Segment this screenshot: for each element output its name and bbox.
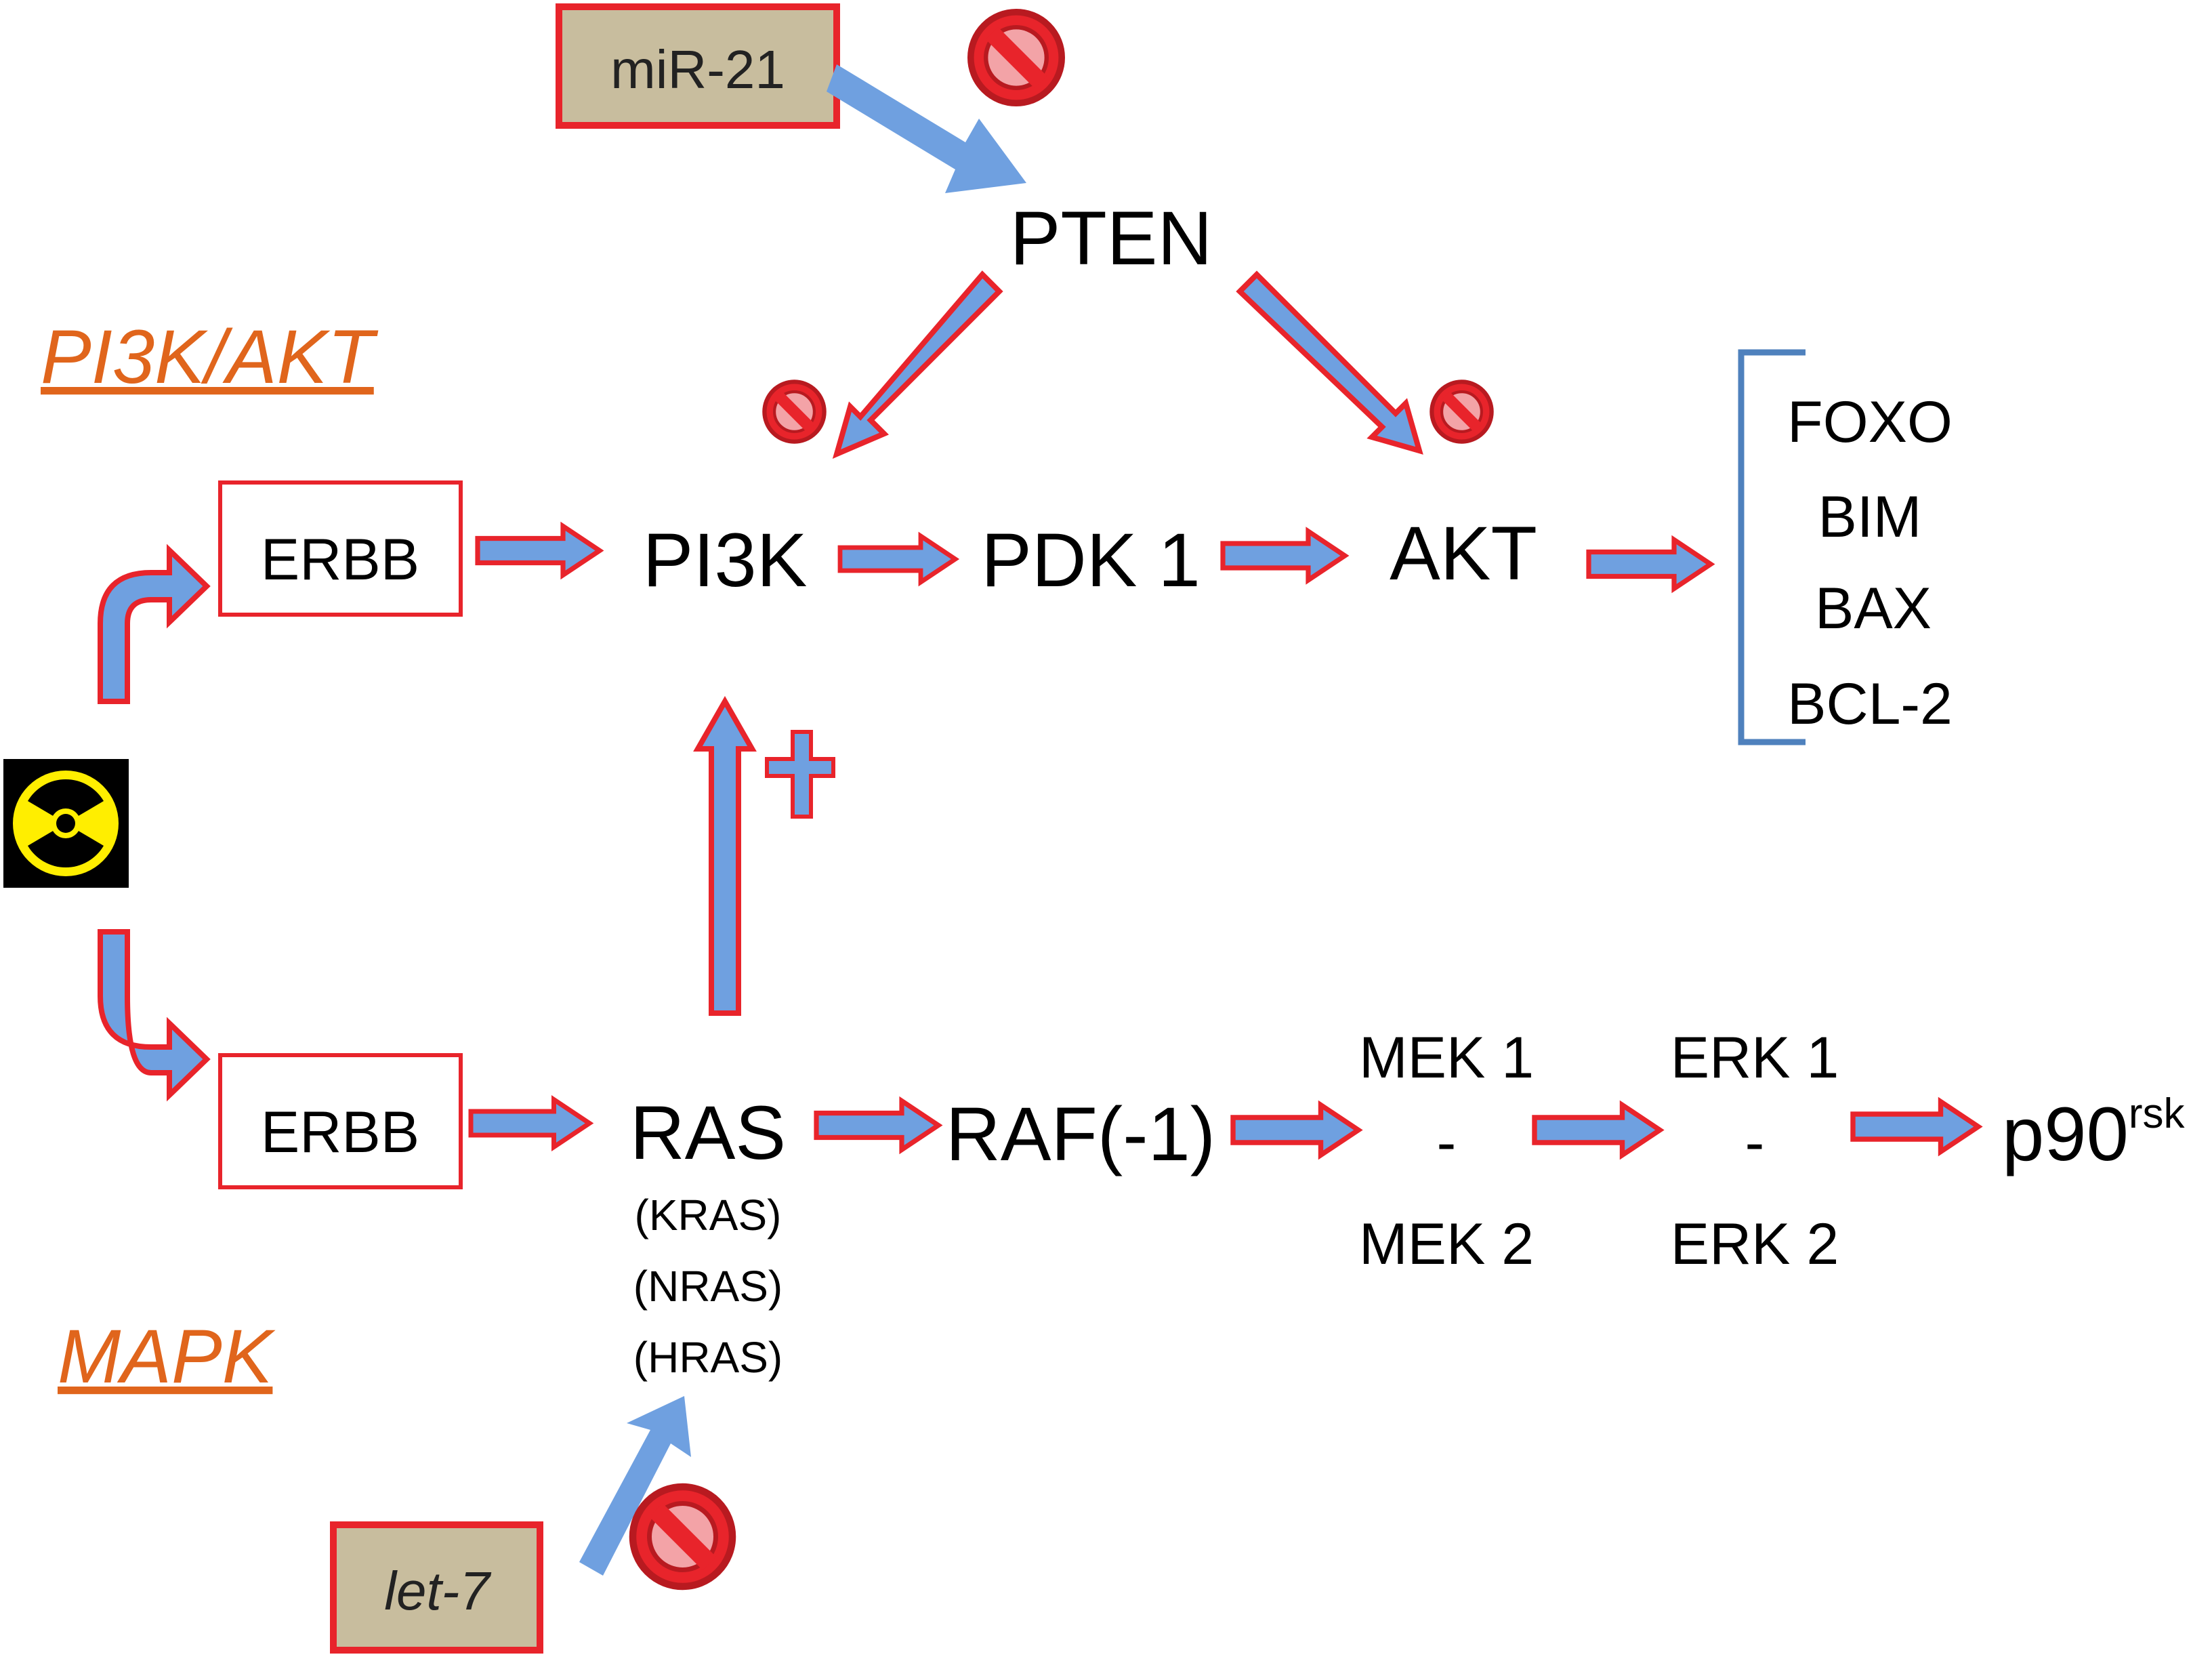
mek-to-erk-arrow (1535, 1105, 1660, 1155)
erk-to-p90rsk-arrow (1853, 1102, 1978, 1152)
akt-label: AKT (1390, 511, 1537, 596)
ras-to-pi3k-arrow (693, 695, 757, 1016)
p90rsk-label: p90rsk (2002, 1090, 2186, 1176)
erk1-label: ERK 1 (1671, 1025, 1839, 1090)
raf-label: RAF(-1) (946, 1092, 1215, 1176)
let7-box (330, 1521, 543, 1654)
pten-to-pi3k-arrow (832, 270, 1003, 459)
ras-to-raf-arrow (816, 1101, 938, 1150)
ras-nras-label: (NRAS) (633, 1262, 782, 1311)
erk2-label: ERK 2 (1671, 1212, 1839, 1277)
pi3k-to-pdk1-arrow (840, 536, 955, 582)
no-entry-icon (971, 12, 1062, 103)
erbb-top-box (218, 480, 463, 617)
akt-target-bax: BAX (1815, 576, 1932, 641)
mek1-label: MEK 1 (1359, 1025, 1534, 1090)
erbb-top-label: ERBB (261, 527, 419, 592)
mek-separator: - (1437, 1110, 1457, 1175)
activation-plus-sign (765, 730, 835, 819)
mir21-label: miR-21 (610, 39, 785, 100)
let7-label: let-7 (384, 1561, 491, 1621)
radiation-to-erbb-top-arrow (98, 544, 211, 704)
mir21-box (556, 3, 840, 129)
ras-hras-label: (HRAS) (633, 1333, 782, 1382)
erbb-bottom-box (218, 1053, 463, 1189)
pten-to-akt-arrow (1236, 270, 1423, 455)
no-entry-icon (764, 382, 824, 441)
erk-separator: - (1745, 1110, 1765, 1175)
let7-to-ras-arrow (579, 1396, 691, 1576)
pdk1-to-akt-arrow (1223, 531, 1345, 580)
pi3k-akt-pathway-title: PI3K/AKT (41, 314, 379, 399)
raf-to-mek-arrow (1233, 1105, 1358, 1155)
pi3k-label: PI3K (643, 518, 808, 602)
no-entry-icon (633, 1487, 732, 1586)
radiation-hazard-icon (3, 759, 129, 888)
erbb-bottom-label: ERBB (261, 1100, 419, 1165)
ras-kras-label: (KRAS) (635, 1191, 782, 1239)
mek2-label: MEK 2 (1359, 1212, 1534, 1277)
pdk1-label: PDK 1 (981, 518, 1201, 602)
p90-base-text: p90 (2002, 1092, 2129, 1176)
p90-superscript-text: rsk (2129, 1090, 2186, 1137)
no-entry-icon (1432, 382, 1491, 441)
akt-to-targets-arrow (1589, 540, 1711, 589)
akt-target-bcl2: BCL-2 (1787, 672, 1953, 737)
radiation-to-erbb-bottom-arrow (98, 929, 211, 1102)
mapk-pathway-title: MAPK (58, 1314, 276, 1399)
pten-label: PTEN (1010, 196, 1213, 281)
akt-target-foxo: FOXO (1787, 390, 1953, 455)
erbb-to-ras-arrow (471, 1100, 589, 1147)
akt-target-bim: BIM (1818, 485, 1922, 550)
akt-targets-bracket (1738, 349, 1806, 745)
erbb-to-pi3k-arrow (478, 527, 600, 575)
ras-label: RAS (630, 1090, 786, 1175)
mir21-to-pten-arrow (827, 64, 1026, 193)
